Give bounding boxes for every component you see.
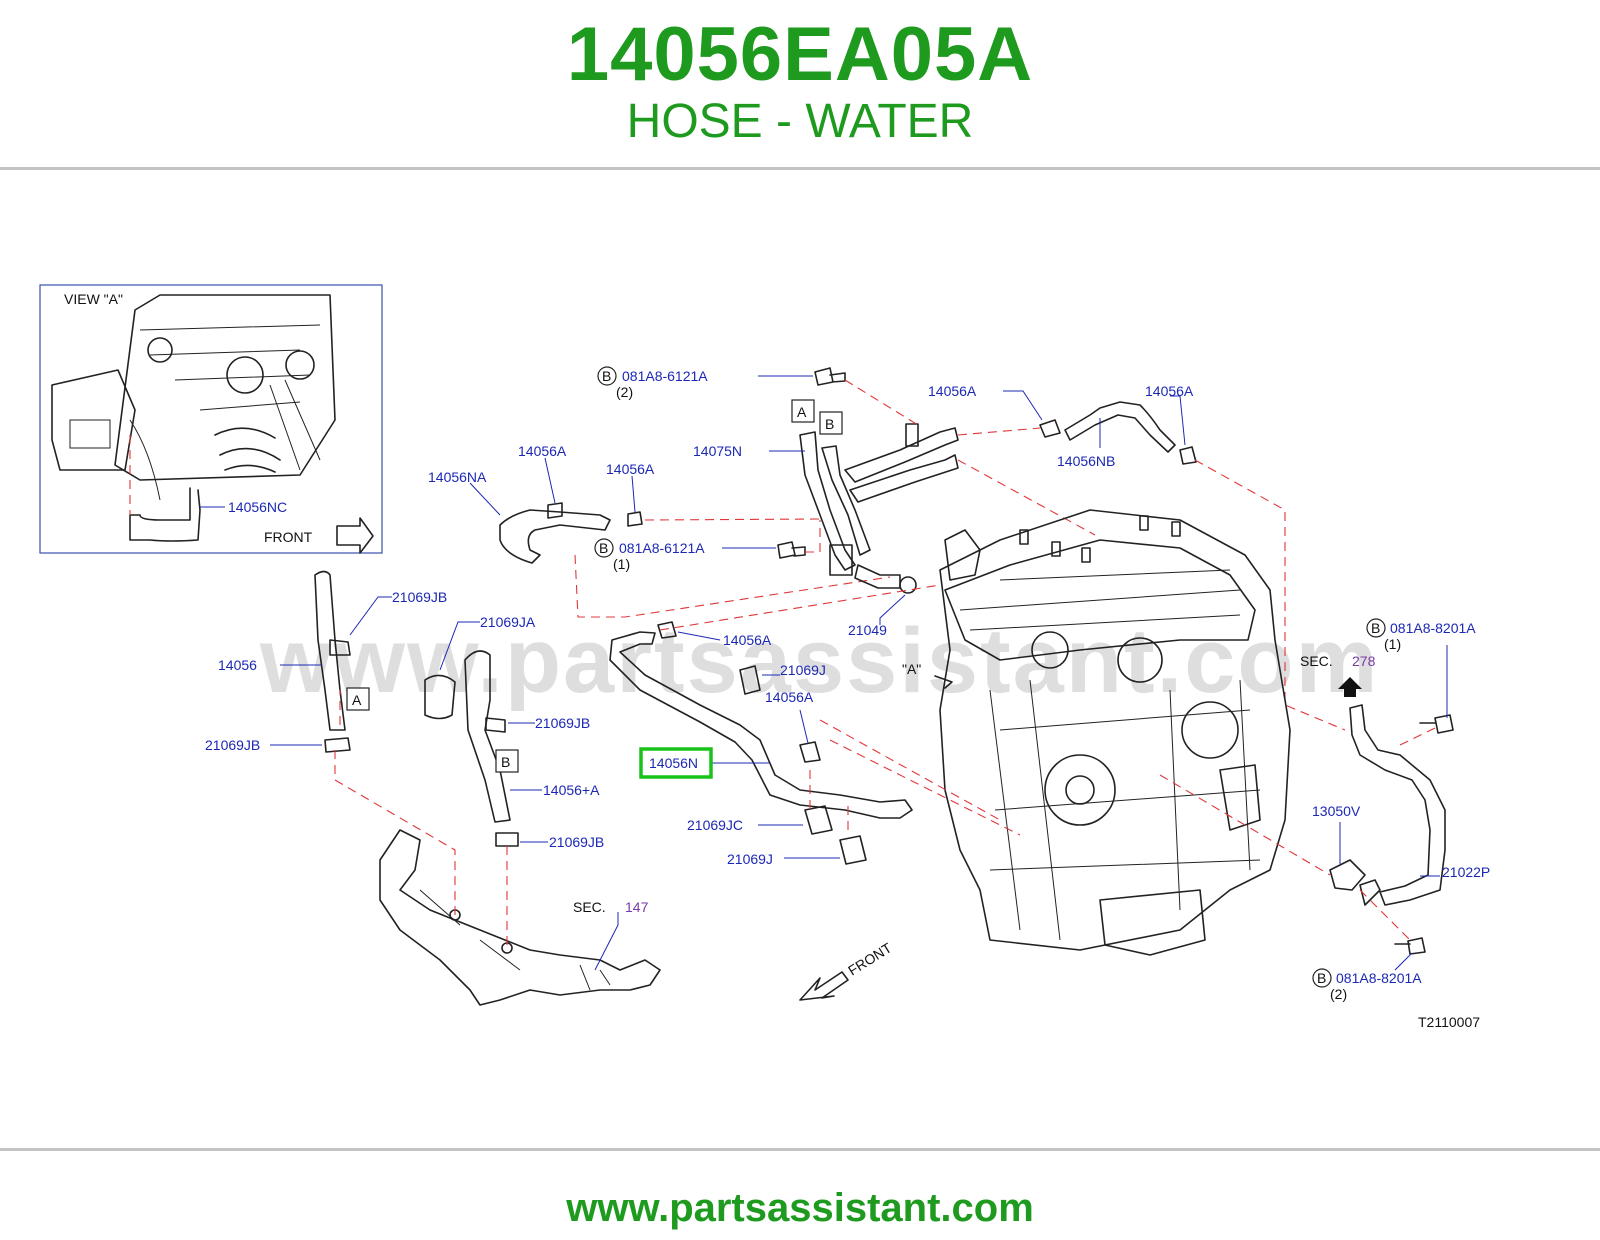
engine-bolt-studs (1019, 515, 1181, 563)
letter-b-left: B (501, 754, 510, 770)
inset-front-label: FRONT (264, 529, 313, 545)
label-21022p: 21022P (1442, 864, 1490, 880)
inset-title: VIEW "A" (64, 291, 123, 307)
highlighted-part-box (639, 747, 713, 779)
label-13050v: 13050V (1312, 803, 1361, 819)
bolt-mid-qty: (1) (613, 556, 630, 572)
sec-147-number: 147 (625, 899, 649, 915)
label-14056a-4: 14056A (1145, 383, 1194, 399)
bolt-right-top-qty: (1) (1384, 636, 1401, 652)
label-14056nc: 14056NC (228, 499, 287, 515)
engine-block (939, 509, 1291, 956)
label-14075n: 14075N (693, 443, 742, 459)
hose-14056nb-group: 14056A 14056A 14056NB (928, 383, 1197, 469)
header-divider (0, 167, 1600, 170)
bolt-right-bottom-code: 081A8-8201A (1336, 970, 1422, 986)
label-14056a-5: 14056A (723, 632, 772, 648)
label-21069jb-2: 21069JB (205, 737, 260, 753)
label-14056: 14056 (218, 657, 257, 673)
front-main-label: FRONT (845, 939, 895, 978)
letter-b-center: B (825, 416, 834, 432)
inset-view-a: VIEW "A" 14056NC FRONT (39, 284, 383, 554)
o-ring-21049 (899, 576, 917, 594)
diagram-code: T2110007 (1418, 1014, 1480, 1030)
label-14056-plus-a: 14056+A (543, 782, 600, 798)
sec-147-label: SEC. (573, 899, 606, 915)
label-21069jc: 21069JC (687, 817, 743, 833)
letter-a-left: A (352, 692, 362, 708)
hose-14056n-group: 14056A 21069J 14056A 14056N 21069JC 2106… (609, 621, 913, 867)
parts-diagram: www.partsassistant.com VIEW "A" 14056NC … (39, 284, 1490, 1030)
hose-14056-plus-a-group: 21069JA 21069JB B 14056+A 21069JB (424, 614, 604, 850)
label-21069jb-4: 21069JB (549, 834, 604, 850)
label-21069j-2: 21069J (727, 851, 773, 867)
bolt-mid-badge: B (599, 540, 608, 556)
hose-14056na-group: 14056NA 14056A 14056A (428, 443, 655, 564)
letter-box-a-left (346, 687, 370, 711)
pipe-21022p-group: B 081A8-8201A (1) SEC. 278 13050V 21022P… (1300, 618, 1490, 1002)
label-21069jb-1: 21069JB (392, 589, 447, 605)
label-21069jb-3: 21069JB (535, 715, 590, 731)
letter-a-center: A (797, 404, 807, 420)
bolt-top-badge: B (602, 368, 611, 384)
label-14056a-1: 14056A (518, 443, 567, 459)
label-21069j-1: 21069J (780, 662, 826, 678)
label-14056nb: 14056NB (1057, 453, 1115, 469)
bolt-top: B 081A8-6121A (2) (597, 366, 846, 400)
front-main-arrow-icon (799, 971, 849, 1001)
part-number-title: 14056EA05A (566, 12, 1034, 97)
view-a-arrow-icon (934, 675, 953, 689)
sec-278-label: SEC. (1300, 653, 1333, 669)
letter-box-b-left (495, 749, 519, 773)
label-14056na: 14056NA (428, 469, 487, 485)
letter-box-b-center (819, 411, 843, 435)
part-description: HOSE - WATER (626, 95, 974, 148)
hose-14056-group: 14056 21069JB 21069JB A (205, 570, 447, 753)
watermark: www.partsassistant.com (259, 610, 1379, 712)
egr-pipe-assembly: SEC. 147 (379, 829, 661, 1006)
view-a-marker: "A" (902, 661, 921, 677)
bolt-top-qty: (2) (616, 384, 633, 400)
header: 14056EA05A HOSE - WATER (0, 0, 1600, 168)
bolt-top-code: 081A8-6121A (622, 368, 708, 384)
inset-engine-drawing (51, 294, 336, 542)
bolt-mid-code: 081A8-6121A (619, 540, 705, 556)
bolt-right-top-badge: B (1371, 620, 1380, 636)
water-pipe-14075n: 14075N A B 21049 (693, 399, 959, 638)
footer-divider (0, 1148, 1600, 1151)
label-21049: 21049 (848, 622, 887, 638)
letter-box-a-center (791, 399, 815, 423)
highlighted-part-label: 14056N (649, 755, 698, 771)
sec-278-number: 278 (1352, 653, 1376, 669)
bolt-right-bottom-qty: (2) (1330, 986, 1347, 1002)
footer-url[interactable]: www.partsassistant.com (566, 1186, 1034, 1230)
bolt-right-bottom-badge: B (1317, 970, 1326, 986)
bolt-right-top-code: 081A8-8201A (1390, 620, 1476, 636)
label-14056a-3: 14056A (928, 383, 977, 399)
gasket-13050v (1329, 859, 1366, 891)
bolt-mid: B 081A8-6121A (1) (594, 538, 806, 572)
sec-278-up-arrow-icon (1338, 677, 1362, 697)
label-14056a-2: 14056A (606, 461, 655, 477)
front-arrow-icon (336, 517, 374, 554)
label-21069ja: 21069JA (480, 614, 536, 630)
label-14056a-6: 14056A (765, 689, 814, 705)
